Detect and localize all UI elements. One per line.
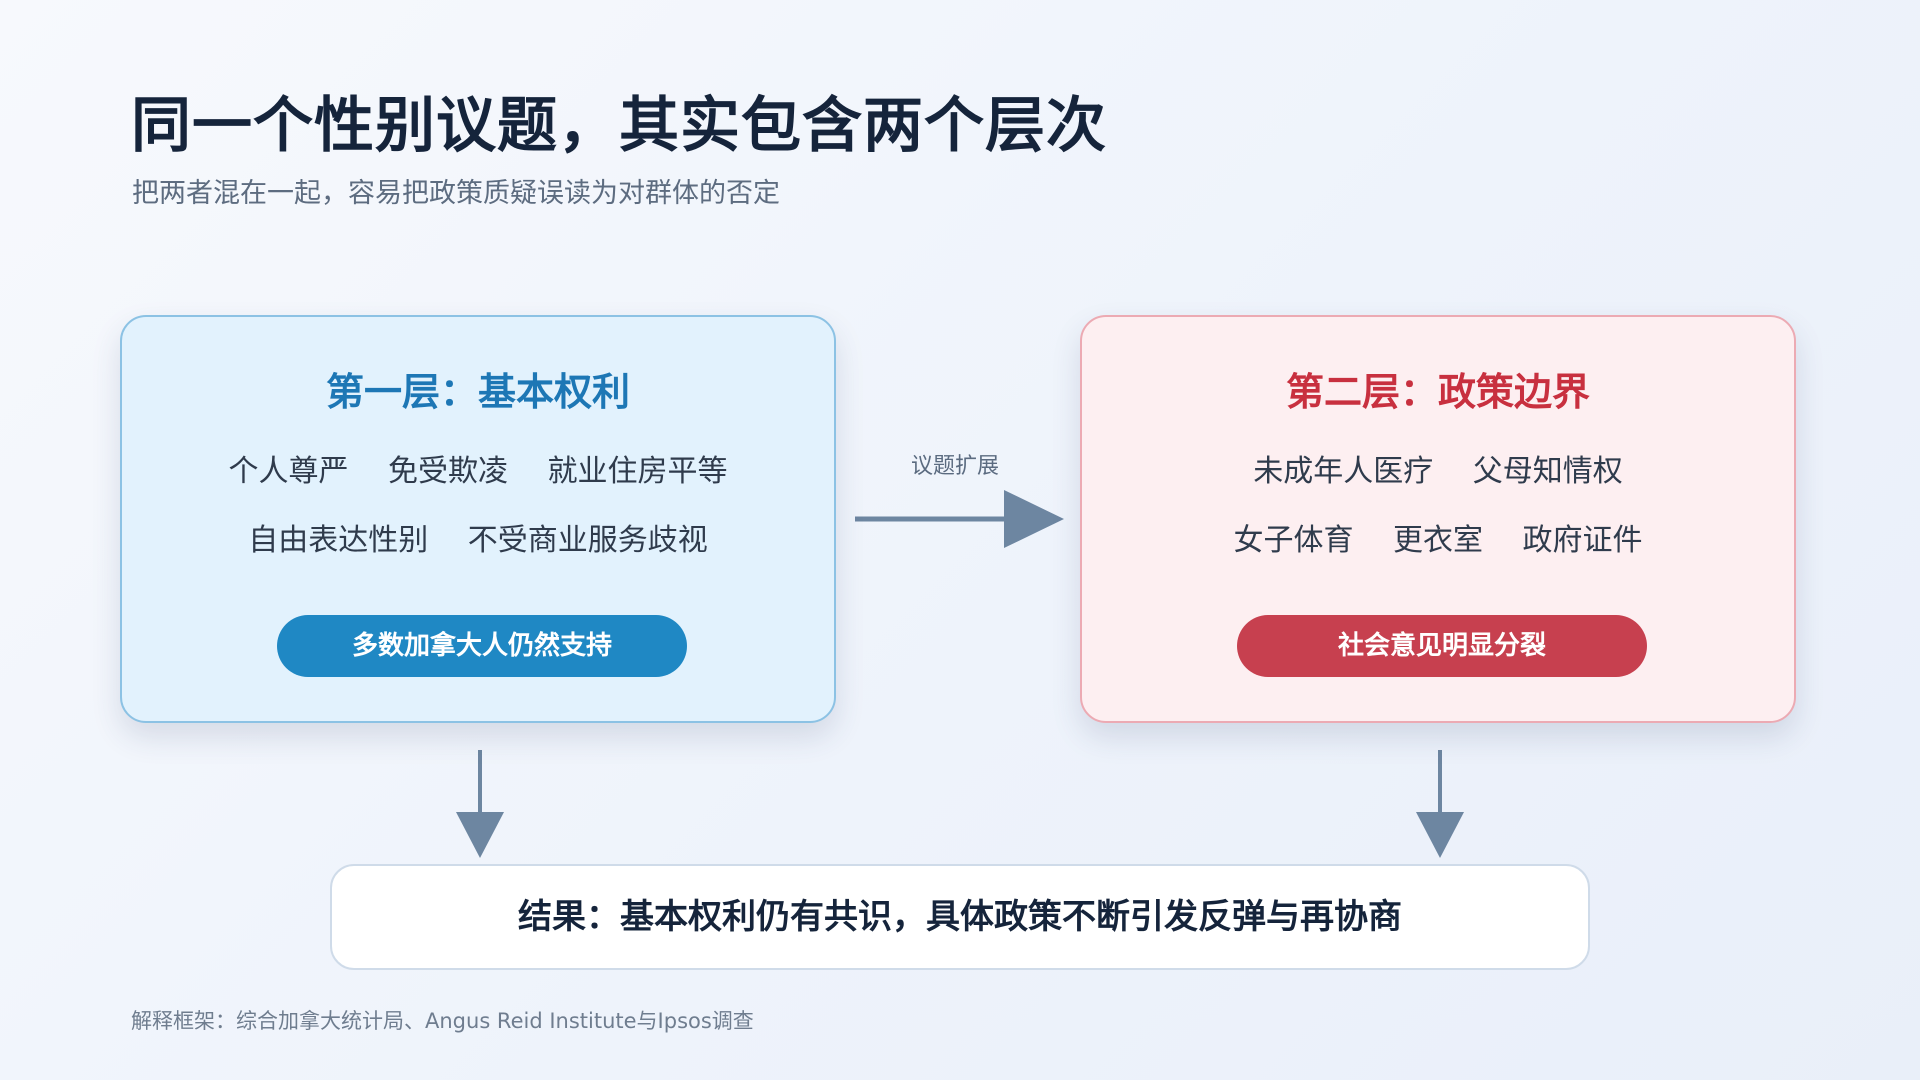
horizontal-arrow-head: [1004, 490, 1064, 548]
layer-one-item: 个人尊严: [228, 454, 349, 489]
layer-one-items-row1: 个人尊严 免受欺凌 就业住房平等: [122, 452, 834, 492]
layer-one-item: 自由表达性别: [248, 523, 429, 558]
layer-two-item: 未成年人医疗: [1253, 454, 1434, 489]
layer-two-items-row2: 女子体育 更衣室 政府证件: [1082, 521, 1794, 561]
source-footnote: 解释框架：综合加拿大统计局、Angus Reid Institute与Ipsos…: [131, 1009, 754, 1033]
layer-one-item: 就业住房平等: [547, 454, 728, 489]
layer-one-title: 第一层：基本权利: [325, 370, 630, 414]
layer-two-item: 女子体育: [1233, 523, 1354, 558]
result-box: 结果：基本权利仍有共识，具体政策不断引发反弹与再协商: [330, 864, 1590, 970]
layer-two-item: 政府证件: [1522, 523, 1643, 558]
left-down-arrow-head: [456, 812, 504, 858]
page-title: 同一个性别议题，其实包含两个层次: [131, 91, 1107, 161]
page-subtitle: 把两者混在一起，容易把政策质疑误读为对群体的否定: [132, 178, 780, 209]
layer-two-card: 第二层：政策边界 未成年人医疗 父母知情权 女子体育 更衣室 政府证件 社会意见…: [1080, 315, 1796, 723]
layer-two-item: 父母知情权: [1472, 454, 1623, 489]
layer-two-title: 第二层：政策边界: [1285, 370, 1590, 414]
layer-one-items-row2: 自由表达性别 不受商业服务歧视: [122, 521, 834, 561]
layer-two-items-row1: 未成年人医疗 父母知情权: [1082, 452, 1794, 492]
layer-one-card: 第一层：基本权利 个人尊严 免受欺凌 就业住房平等 自由表达性别 不受商业服务歧…: [120, 315, 836, 723]
right-down-arrow-head: [1416, 812, 1464, 858]
layer-two-item: 更衣室: [1393, 523, 1483, 558]
layer-two-conclusion-pill: 社会意见明显分裂: [1237, 615, 1647, 677]
layer-one-conclusion-pill: 多数加拿大人仍然支持: [277, 615, 687, 677]
layer-one-item: 免受欺凌: [388, 454, 508, 489]
connector-label: 议题扩展: [910, 454, 999, 479]
layer-one-item: 不受商业服务歧视: [467, 523, 708, 558]
